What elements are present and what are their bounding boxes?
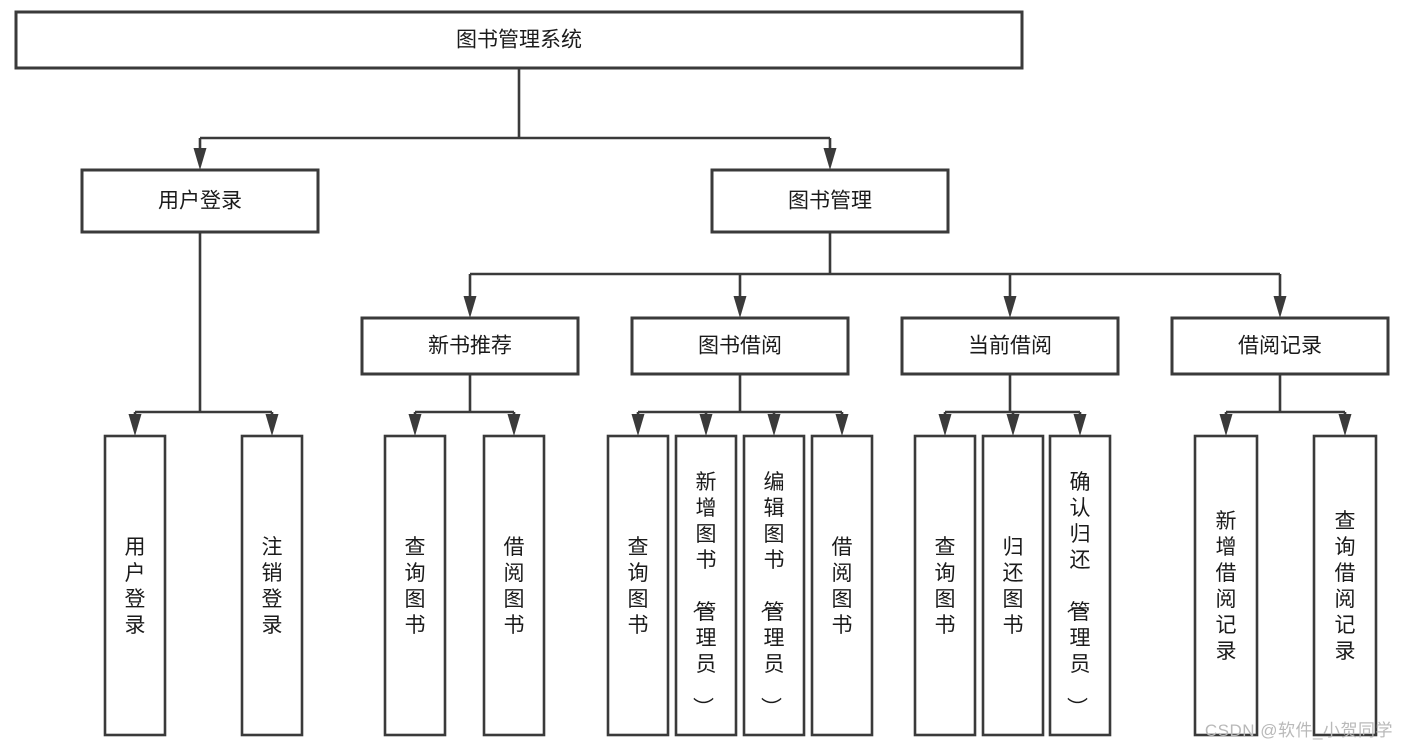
- node-box[interactable]: [742, 434, 806, 737]
- arrow-head-icon: [1073, 414, 1087, 436]
- node-user-login[interactable]: 用户登录: [80, 168, 320, 234]
- node-label: 借阅图书: [832, 536, 853, 637]
- node-label: 查询图书: [628, 536, 649, 637]
- node-leaf-query-book-2[interactable]: 查询图书: [606, 434, 670, 737]
- arrow-head-icon: [823, 148, 837, 170]
- arrow-head-icon: [128, 414, 142, 436]
- node-label: 查询借阅记录: [1335, 510, 1356, 663]
- node-leaf-edit-book[interactable]: 编辑图书（管理员）: [742, 434, 806, 737]
- arrow-head-icon: [463, 296, 477, 318]
- node-label: 查询图书: [405, 536, 426, 637]
- node-label: 归还图书: [1003, 536, 1024, 637]
- arrow-head-icon: [193, 148, 207, 170]
- node-box[interactable]: [240, 434, 304, 737]
- node-layer: 图书管理系统用户登录图书管理新书推荐图书借阅当前借阅借阅记录用户登录注销登录查询…: [14, 10, 1390, 737]
- node-label: 当前借阅: [968, 335, 1052, 358]
- node-leaf-query-record[interactable]: 查询借阅记录: [1312, 434, 1378, 737]
- node-leaf-query-book-1[interactable]: 查询图书: [383, 434, 447, 737]
- arrow-head-icon: [265, 414, 279, 436]
- node-box[interactable]: [1170, 316, 1390, 376]
- node-label: 新书推荐: [428, 335, 512, 358]
- node-leaf-user-login[interactable]: 用户登录: [103, 434, 167, 737]
- node-box[interactable]: [1048, 434, 1112, 737]
- node-label: 注销登录: [262, 536, 283, 637]
- node-label: 新增图书（管理员）: [691, 471, 717, 718]
- node-leaf-borrow-book-2[interactable]: 借阅图书: [810, 434, 874, 737]
- arrow-head-icon: [1006, 414, 1020, 436]
- node-leaf-borrow-book-1[interactable]: 借阅图书: [482, 434, 546, 737]
- arrow-head-icon: [699, 414, 713, 436]
- arrow-head-icon: [1273, 296, 1287, 318]
- node-label: 查询图书: [935, 536, 956, 637]
- node-leaf-logout[interactable]: 注销登录: [240, 434, 304, 737]
- arrow-head-icon: [1219, 414, 1233, 436]
- node-label: 新增借阅记录: [1216, 510, 1237, 663]
- node-label: 编辑图书（管理员）: [759, 471, 785, 718]
- arrow-head-icon: [507, 414, 521, 436]
- node-box[interactable]: [981, 434, 1045, 737]
- node-box[interactable]: [103, 434, 167, 737]
- arrow-head-icon: [631, 414, 645, 436]
- node-label: 图书管理系统: [456, 29, 582, 52]
- arrow-head-icon: [938, 414, 952, 436]
- node-current-borrow[interactable]: 当前借阅: [900, 316, 1120, 376]
- node-label: 用户登录: [125, 536, 146, 637]
- node-new-book-rec[interactable]: 新书推荐: [360, 316, 580, 376]
- arrow-head-icon: [1338, 414, 1352, 436]
- node-borrow-record[interactable]: 借阅记录: [1170, 316, 1390, 376]
- node-label: 图书管理: [788, 190, 872, 213]
- arrow-head-icon: [408, 414, 422, 436]
- node-label: 借阅记录: [1238, 335, 1322, 358]
- arrow-head-icon: [767, 414, 781, 436]
- connector-layer: [128, 68, 1352, 436]
- node-box[interactable]: [900, 316, 1120, 376]
- node-label: 借阅图书: [504, 536, 525, 637]
- node-box[interactable]: [1312, 434, 1378, 737]
- node-box[interactable]: [606, 434, 670, 737]
- node-leaf-add-book[interactable]: 新增图书（管理员）: [674, 434, 738, 737]
- node-leaf-confirm-return[interactable]: 确认归还（管理员）: [1048, 434, 1112, 737]
- node-box[interactable]: [630, 316, 850, 376]
- node-leaf-query-book-3[interactable]: 查询图书: [913, 434, 977, 737]
- node-label: 确认归还（管理员）: [1065, 471, 1091, 718]
- node-label: 图书借阅: [698, 335, 782, 358]
- node-box[interactable]: [482, 434, 546, 737]
- arrow-head-icon: [835, 414, 849, 436]
- node-box[interactable]: [383, 434, 447, 737]
- node-box[interactable]: [674, 434, 738, 737]
- node-box[interactable]: [1193, 434, 1259, 737]
- node-box[interactable]: [913, 434, 977, 737]
- node-box[interactable]: [80, 168, 320, 234]
- node-leaf-add-record[interactable]: 新增借阅记录: [1193, 434, 1259, 737]
- node-box[interactable]: [14, 10, 1024, 70]
- arrow-head-icon: [1003, 296, 1017, 318]
- node-label: 用户登录: [158, 190, 242, 213]
- node-book-manage[interactable]: 图书管理: [710, 168, 950, 234]
- node-root[interactable]: 图书管理系统: [14, 10, 1024, 70]
- node-box[interactable]: [810, 434, 874, 737]
- arrow-head-icon: [733, 296, 747, 318]
- node-box[interactable]: [710, 168, 950, 234]
- node-book-borrow[interactable]: 图书借阅: [630, 316, 850, 376]
- node-leaf-return-book[interactable]: 归还图书: [981, 434, 1045, 737]
- node-box[interactable]: [360, 316, 580, 376]
